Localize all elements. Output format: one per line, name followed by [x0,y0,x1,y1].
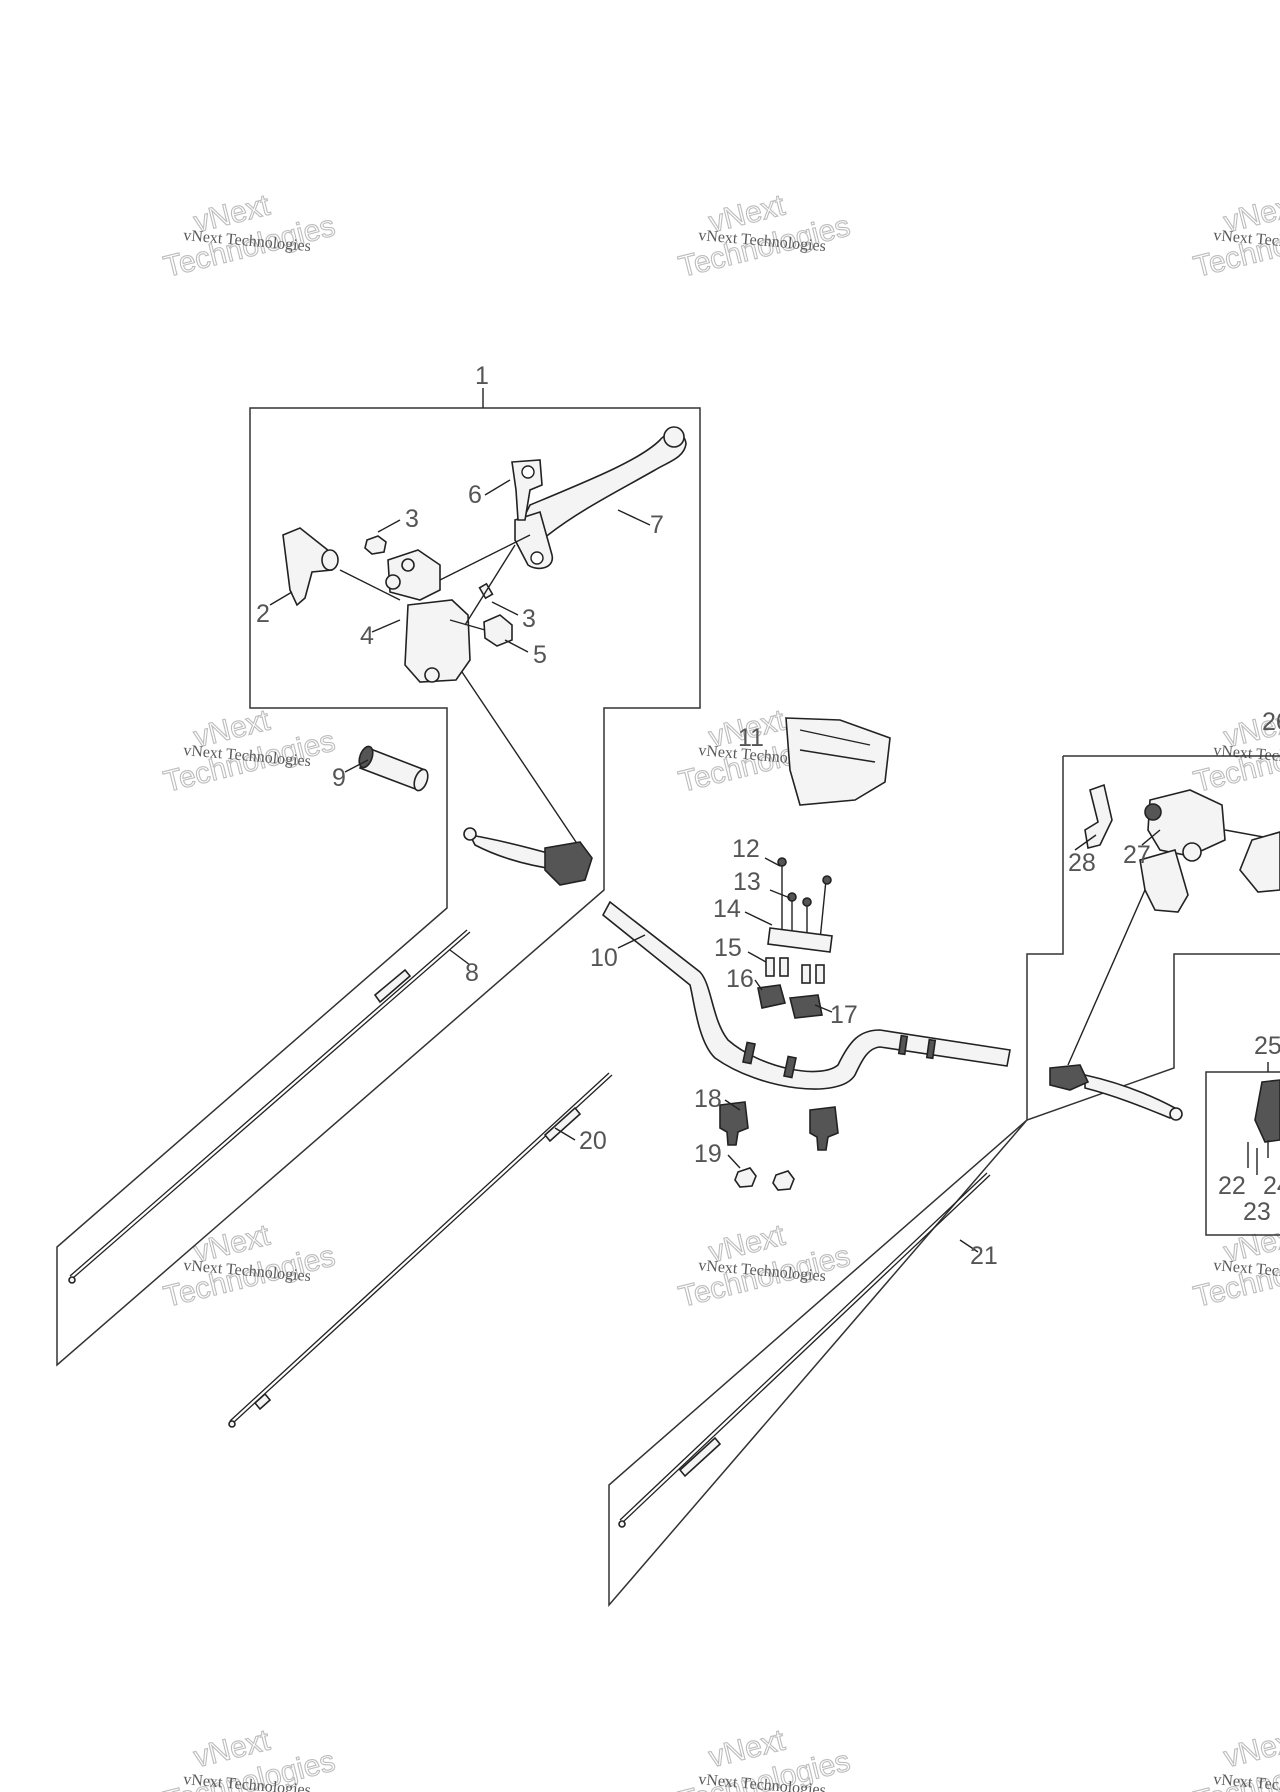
pivot-bolt-part [483,614,513,647]
callout-22: 22 [1218,1172,1246,1200]
callout-3: 3 [405,505,419,533]
callout-16: 16 [726,965,754,993]
callout-10: 10 [590,944,618,972]
lever-bracket-part [511,459,543,521]
callout-24: 24 [1263,1172,1280,1200]
watermark: vNext Technologies [160,703,339,799]
callout-3: 3 [522,605,536,633]
callout-labels: 1 6 7 3 3 2 4 5 9 11 12 13 14 10 15 16 1… [256,362,1280,1270]
upper-clamp-part [757,984,786,1009]
callout-11: 11 [738,724,764,752]
callout-13: 13 [733,868,761,896]
callout-17: 17 [830,1001,858,1029]
leader-8 [449,949,471,966]
watermark: vNext Technologies [160,188,339,284]
clamp-plate-part [767,927,833,953]
handlebar-part [601,900,1011,1090]
clamp-bolt-part [819,879,827,941]
assembled-perch-part [544,841,593,886]
watermark: vNext Technologies [675,1218,854,1314]
leader-3a [377,519,401,533]
perch-upper-part [387,549,441,601]
throttle-cable-adjuster-part [543,1106,582,1143]
explode-line [1067,889,1146,1066]
callout-26: 26 [1262,708,1280,736]
leader-4 [371,619,401,633]
leader-9 [344,759,369,773]
hot-start-lever-right-part [1084,783,1113,849]
leader-7 [617,509,651,526]
lever-pivot-part [514,510,554,570]
reservoir-part [1239,831,1280,893]
leader-27 [1141,829,1161,846]
callout-5: 5 [533,641,547,669]
explode-line [464,544,516,626]
leader-20 [554,1127,576,1141]
clutch-cable-part [69,929,471,1279]
callout-19: 19 [694,1140,722,1168]
leader-15 [747,951,767,963]
leader-28 [1074,834,1097,851]
clutch-lever-part [519,432,687,541]
explode-line [439,534,531,581]
riser-part [719,1101,749,1146]
bar-pad-part [785,717,891,806]
switch-assembly-frame [1205,1071,1280,1236]
callout-25: 25 [1254,1032,1280,1060]
watermark-group: vNext Technologies vNext Technologies vN… [160,188,1280,1792]
watermark: vNext Technologies [675,188,854,284]
watermark-text: vNext Technologies [1213,1771,1280,1792]
callout-27: 27 [1123,841,1151,869]
left-assembly-frame [56,407,701,1367]
leader-2 [269,591,293,606]
callout-9: 9 [332,764,346,792]
clutch-cable-adjuster-part [373,968,412,1004]
callout-2: 2 [256,600,270,628]
leader-17 [814,1004,833,1013]
handlebar-switch-part [1254,1079,1280,1143]
callout-28: 28 [1068,849,1096,877]
right-assembly-frame [608,755,1280,1608]
callout-21: 21 [970,1242,998,1270]
nut-part [364,535,387,555]
explode-line [339,569,401,601]
hot-start-lever-part [282,527,335,607]
callout-18: 18 [694,1085,722,1113]
callout-6: 6 [468,481,482,509]
brake-cable-part [619,1172,991,1523]
callout-4: 4 [360,622,374,650]
lever-tip-part [663,426,685,448]
brake-cable-adjuster-part [678,1436,722,1478]
leader-12 [764,857,781,867]
callout-23: 23 [1243,1198,1271,1226]
brake-master-cylinder-part [1147,789,1226,857]
assembled-brake-lever-part [1084,1074,1177,1120]
upper-clamp-bolt-part [765,957,775,977]
leader-14 [744,911,773,926]
leader-6 [484,479,511,496]
callout-8: 8 [465,959,479,987]
leader-10 [617,934,646,949]
leader-21 [959,1239,979,1253]
callout-12: 12 [732,835,760,863]
callout-1: 1 [475,362,489,390]
leader-3b [491,601,519,616]
callout-7: 7 [650,511,664,539]
riser-nut-part [734,1167,757,1188]
callout-15: 15 [714,934,742,962]
leader-5 [504,639,529,653]
leader-16 [754,979,763,991]
leader-18 [724,1099,741,1111]
callout-14: 14 [713,895,741,923]
leader-19 [727,1154,741,1169]
leader-13 [769,889,791,899]
explode-line [461,671,579,846]
callout-20: 20 [579,1127,607,1155]
